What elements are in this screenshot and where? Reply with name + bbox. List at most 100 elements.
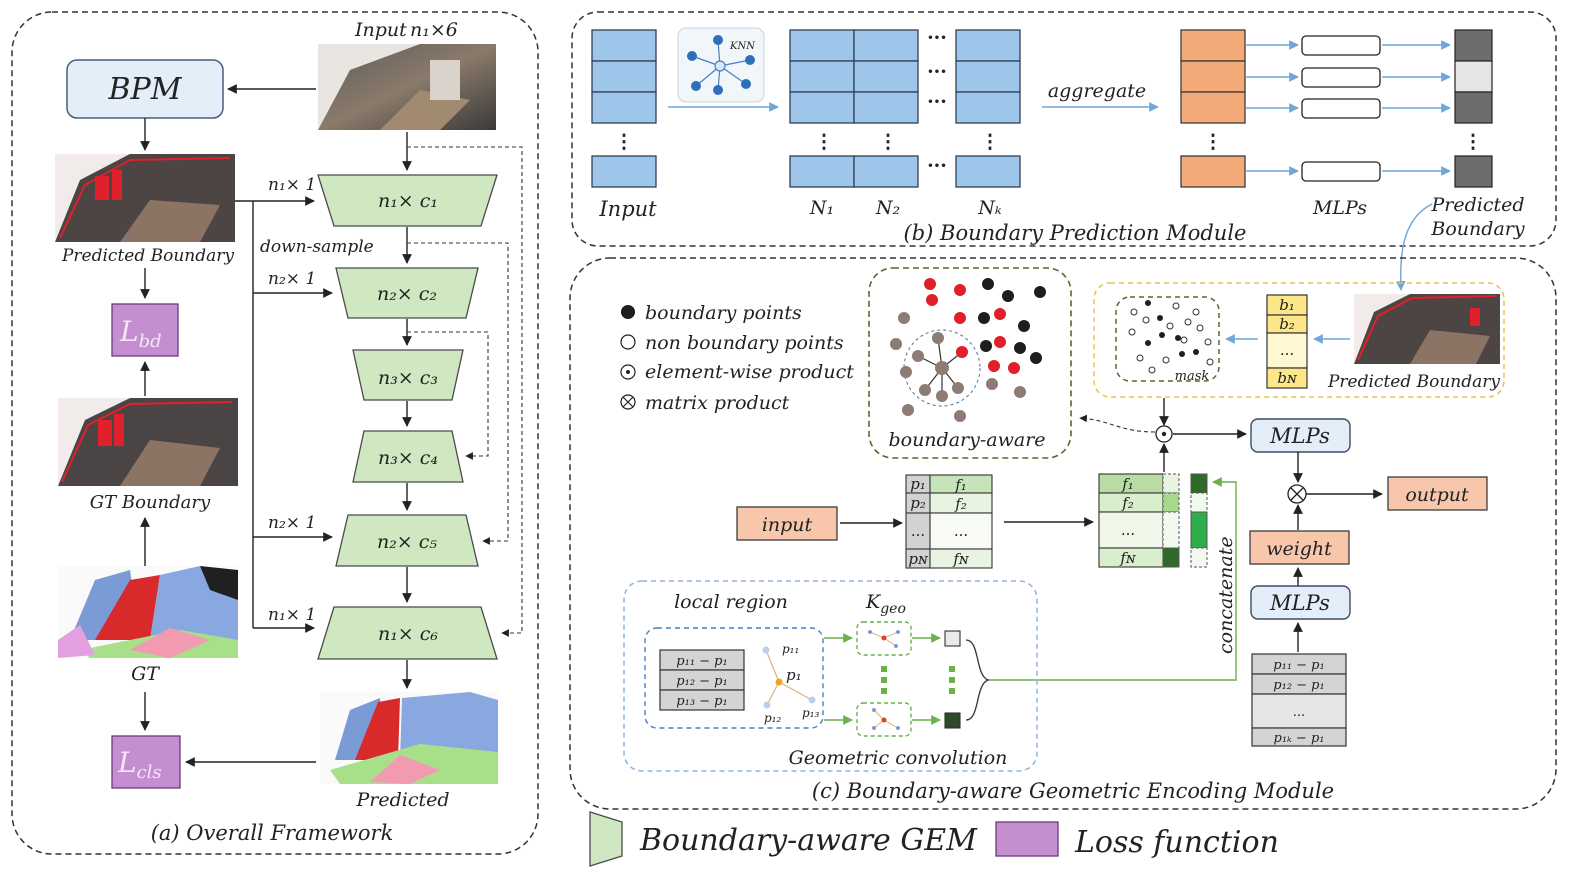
kgeo-kernel-1: [856, 621, 912, 656]
concat-fdots: ...: [1121, 521, 1135, 539]
relative-position-table: [1251, 653, 1347, 747]
mlp-bar-1: [1301, 35, 1381, 56]
mask-label: mask: [1175, 369, 1210, 384]
skip-connection-3: [407, 331, 489, 460]
local-star-graph: [762, 646, 816, 709]
local-row-2: p₁₂ − p₁: [676, 674, 727, 689]
input-cell-2: [591, 60, 657, 93]
star-p12: p₁₂: [764, 711, 781, 725]
layer-6: [317, 606, 498, 660]
panel-b-caption: (b) Boundary Prediction Module: [904, 221, 1247, 245]
layer-2-label: n₂× c₂: [377, 283, 437, 305]
skip-connection-2: [407, 242, 509, 545]
local-region-box: [644, 627, 824, 729]
predicted-boundary-image-c: [1354, 294, 1500, 364]
table-f2: f₂: [954, 495, 967, 513]
b-vector: [1266, 294, 1308, 389]
weight-box: [1249, 530, 1350, 565]
local-rel-table: [659, 649, 745, 711]
layer-5-label: n₂× c₅: [377, 531, 437, 553]
legend-nonboundary: non boundary points: [645, 332, 844, 354]
lcls-box: [111, 735, 181, 789]
concat-fn: fɴ: [1119, 549, 1137, 567]
local-row-1: p₁₁ − p₁: [676, 654, 727, 669]
down-sample-label: down-sample: [260, 237, 374, 257]
rel-row-1: p₁₁ − p₁: [1273, 658, 1324, 673]
b1-label: b₁: [1279, 296, 1295, 314]
predicted-boundary-caption: Predicted Boundary: [61, 246, 234, 266]
legend-gem-swatch: [589, 811, 623, 867]
side-label-n2-bot: n₂× 1: [268, 513, 316, 533]
b-dots-label: ...: [1280, 341, 1294, 359]
input-cell-n: [591, 155, 657, 188]
output-box: [1387, 476, 1488, 511]
input-dim: n₁×6: [410, 19, 458, 41]
n2-label: N₂: [875, 197, 900, 219]
bd-vdots: ⋮: [1464, 131, 1483, 153]
bn-label: bɴ: [1277, 369, 1298, 387]
grid-hdots-3: ···: [927, 91, 947, 113]
knn-label: KNN: [729, 41, 756, 52]
panel-b-border: [571, 11, 1557, 247]
boundary-feedback-arrow: [1395, 203, 1433, 291]
legend-loss-swatch: [995, 821, 1059, 857]
neighbor-grid-nk: [955, 29, 1021, 188]
legend-gem-label: Boundary-aware GEM: [639, 823, 978, 858]
geo-feature-dark: [944, 712, 961, 729]
mlps-label: MLPs: [1312, 197, 1367, 219]
input-scene-image: [318, 44, 496, 130]
nk-label: Nₖ: [977, 197, 1002, 219]
side-label-n1-top: n₁× 1: [268, 175, 316, 195]
mlps-bottom-label: MLPs: [1269, 591, 1330, 615]
kgeo-kernel-2: [856, 702, 912, 737]
agg-vdots: ⋮: [1204, 131, 1223, 153]
agg-cell-n: [1180, 155, 1246, 188]
panel-b: ⋮ Input KNN: [571, 11, 1557, 291]
gt-caption: GT: [131, 663, 160, 685]
gt-boundary-image: [58, 398, 238, 486]
legend-nonboundary-dot: [620, 334, 636, 350]
layer-1-label: n₁× c₁: [378, 190, 438, 212]
grid-hdots-4: ···: [927, 155, 947, 177]
table-p2: p₂: [910, 494, 926, 512]
layer-3-label: n₃× c₃: [378, 367, 438, 389]
input-vdots: ⋮: [615, 131, 634, 153]
layer-2: [335, 267, 479, 319]
agg-cell-3: [1180, 91, 1246, 124]
layer-3: [352, 349, 464, 401]
bd-cell-n: [1454, 155, 1493, 188]
mlp-bar-n: [1301, 161, 1381, 182]
panel-a-caption: (a) Overall Framework: [151, 821, 394, 845]
lbd-box: [111, 303, 179, 357]
input-cell-3: [591, 91, 657, 124]
mlps-top-box: [1250, 418, 1351, 453]
predicted-boundary-b-line2: Boundary: [1430, 218, 1524, 240]
mask-region: [1093, 282, 1505, 398]
layer-1: [317, 174, 498, 227]
side-label-n2-top: n₂× 1: [268, 269, 316, 289]
input-cell-1: [591, 29, 657, 62]
predicted-boundary-image: [55, 154, 235, 242]
concat-feature-table: [1098, 473, 1208, 568]
lbd-label: Lbd: [119, 315, 162, 352]
bottom-legend: Boundary-aware GEM Loss function: [589, 811, 1279, 867]
rel-row-dots: ...: [1293, 705, 1305, 720]
panel-c: boundary points non boundary points elem…: [569, 257, 1557, 810]
grid-hdots-2: ···: [927, 61, 947, 83]
output-label: output: [1405, 484, 1469, 506]
local-region-label: local region: [674, 591, 788, 613]
nk-vdots: ⋮: [981, 131, 1000, 153]
layer-5: [335, 514, 479, 567]
concat-f2: f₂: [1121, 494, 1134, 512]
table-pdots: ...: [911, 522, 925, 540]
local-row-3: p₁₃ − p₁: [676, 694, 727, 709]
input-label-c: input: [762, 514, 813, 536]
agg-cell-2: [1180, 60, 1246, 93]
panel-a: Input n₁×6 BPM Predicted Boundary Lbd: [11, 11, 539, 855]
kgeo-vdots: [881, 666, 955, 694]
table-pn: pɴ: [908, 550, 929, 568]
geo-conv-label: Geometric convolution: [789, 747, 1008, 769]
b2-label: b₂: [1279, 315, 1295, 333]
layer-4-label: n₃× c₄: [378, 447, 438, 469]
